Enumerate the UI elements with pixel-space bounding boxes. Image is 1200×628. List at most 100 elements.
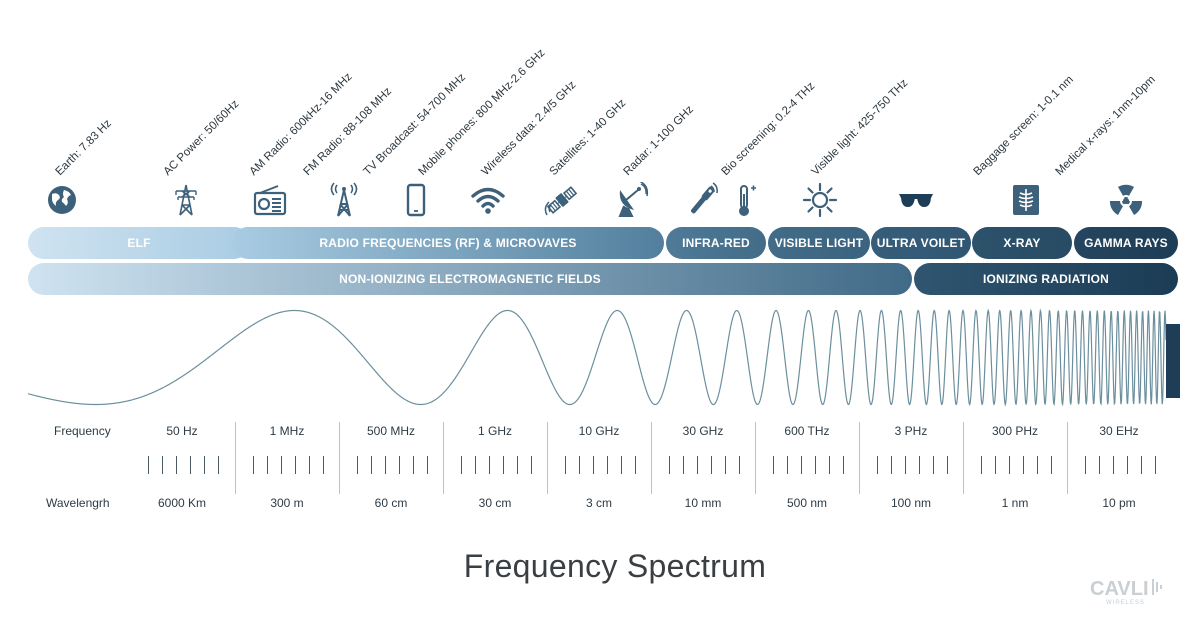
band-x-ray: X-RAY	[972, 227, 1072, 259]
application-label: Medical x-rays: 1nm-10pm	[1053, 73, 1158, 178]
xray-icon	[1008, 182, 1044, 218]
scale-tick	[1127, 456, 1129, 474]
scale-tick	[933, 456, 935, 474]
scale-ticks	[443, 456, 547, 476]
scale-ticks	[755, 456, 859, 476]
band-gamma-rays: GAMMA RAYS	[1074, 227, 1178, 259]
scale-tick	[531, 456, 533, 474]
scale-tick	[829, 456, 831, 474]
scale-tick	[148, 456, 150, 474]
column-separator	[859, 422, 860, 494]
broadcast-tower-icon	[326, 182, 362, 218]
scale-tick	[683, 456, 685, 474]
scale-tick	[1141, 456, 1143, 474]
svg-text:CAVLI: CAVLI	[1090, 578, 1149, 600]
scale-ticks	[235, 456, 339, 476]
wavelength-row-label: Wavelengrh	[46, 496, 110, 510]
frequency-value: 3 PHz	[894, 424, 928, 438]
scale-tick	[725, 456, 727, 474]
scale-tick	[190, 456, 192, 474]
application-label: Bio screening: 0.2-4 THz	[719, 80, 818, 178]
band-non-ionizing-electromagnetic-fields: NON-IONIZING ELECTROMAGNETIC FIELDS	[28, 263, 912, 295]
scale-tick	[399, 456, 401, 474]
wavelength-value: 10 mm	[684, 496, 722, 510]
page-title: Frequency Spectrum	[463, 548, 767, 584]
column-separator	[339, 422, 340, 494]
scale-tick	[461, 456, 463, 474]
scale-tick	[295, 456, 297, 474]
frequency-value: 500 MHz	[366, 424, 416, 438]
scale-tick	[323, 456, 325, 474]
scale-tick	[1009, 456, 1011, 474]
band-infra-red: INFRA-RED	[666, 227, 766, 259]
scale-tick	[697, 456, 699, 474]
application-label: Earth: 7.83 Hz	[53, 117, 114, 178]
scale-tick	[253, 456, 255, 474]
cavli-logo: CAVLI WIRELESS	[1088, 573, 1168, 607]
mobile-phone-icon	[398, 182, 434, 218]
scale-tick	[621, 456, 623, 474]
scale-ticks	[547, 456, 651, 476]
wavelength-value: 60 cm	[374, 496, 408, 510]
scale-tick	[475, 456, 477, 474]
frequency-value: 50 Hz	[166, 424, 198, 438]
scale-tick	[905, 456, 907, 474]
column-separator	[235, 422, 236, 494]
scale-tick	[489, 456, 491, 474]
scale-tick	[565, 456, 567, 474]
scale-tick	[947, 456, 949, 474]
globe-icon	[44, 182, 80, 218]
scale-tick	[579, 456, 581, 474]
scale-tick	[1023, 456, 1025, 474]
frequency-value: 10 GHz	[578, 424, 620, 438]
scale-tick	[877, 456, 879, 474]
scale-tick	[787, 456, 789, 474]
wavelength-value: 6000 Km	[157, 496, 207, 510]
scale-ticks	[339, 456, 443, 476]
scale-tick	[919, 456, 921, 474]
sun-icon	[802, 182, 838, 218]
scale-tick	[371, 456, 373, 474]
scale-tick	[593, 456, 595, 474]
scale-tick	[711, 456, 713, 474]
column-separator	[651, 422, 652, 494]
scale-tick	[267, 456, 269, 474]
scale-tick	[739, 456, 741, 474]
scale-tick	[1099, 456, 1101, 474]
band-ionizing-radiation: IONIZING RADIATION	[914, 263, 1178, 295]
scale-tick	[801, 456, 803, 474]
band-radio-frequencies-rf-microvaves: RADIO FREQUENCIES (RF) & MICROVAVES	[232, 227, 664, 259]
column-separator	[1067, 422, 1068, 494]
scale-tick	[218, 456, 220, 474]
wifi-icon	[470, 182, 506, 218]
scale-tick	[204, 456, 206, 474]
wave-dense-end	[1166, 324, 1180, 398]
frequency-row-label: Frequency	[54, 424, 111, 438]
frequency-value: 30 EHz	[1099, 424, 1139, 438]
scale-tick	[413, 456, 415, 474]
wave-illustration	[28, 308, 1180, 407]
wavelength-value: 500 nm	[786, 496, 828, 510]
frequency-value: 600 THz	[784, 424, 830, 438]
application-label: AM Radio: 600kHz-16 MHz	[247, 70, 355, 178]
thermometer-icon	[726, 182, 762, 218]
scale-tick	[503, 456, 505, 474]
scale-tick	[357, 456, 359, 474]
application-label: Mobile phones: 800 MHz-2.6 GHz	[416, 47, 548, 179]
scale-tick	[1051, 456, 1053, 474]
scanner-wand-icon	[684, 182, 720, 218]
column-separator	[963, 422, 964, 494]
wavelength-value: 10 pm	[1102, 496, 1136, 510]
scale-tick	[669, 456, 671, 474]
scale-tick	[891, 456, 893, 474]
scale-tick	[995, 456, 997, 474]
satellite-dish-icon	[614, 180, 650, 218]
svg-text:WIRELESS: WIRELESS	[1106, 600, 1145, 606]
application-label: AC Power: 50/60Hz	[161, 98, 242, 178]
scale-tick	[843, 456, 845, 474]
frequency-value: 1 GHz	[477, 424, 512, 438]
power-tower-icon	[168, 182, 204, 218]
column-separator	[755, 422, 756, 494]
satellite-icon	[544, 182, 580, 218]
